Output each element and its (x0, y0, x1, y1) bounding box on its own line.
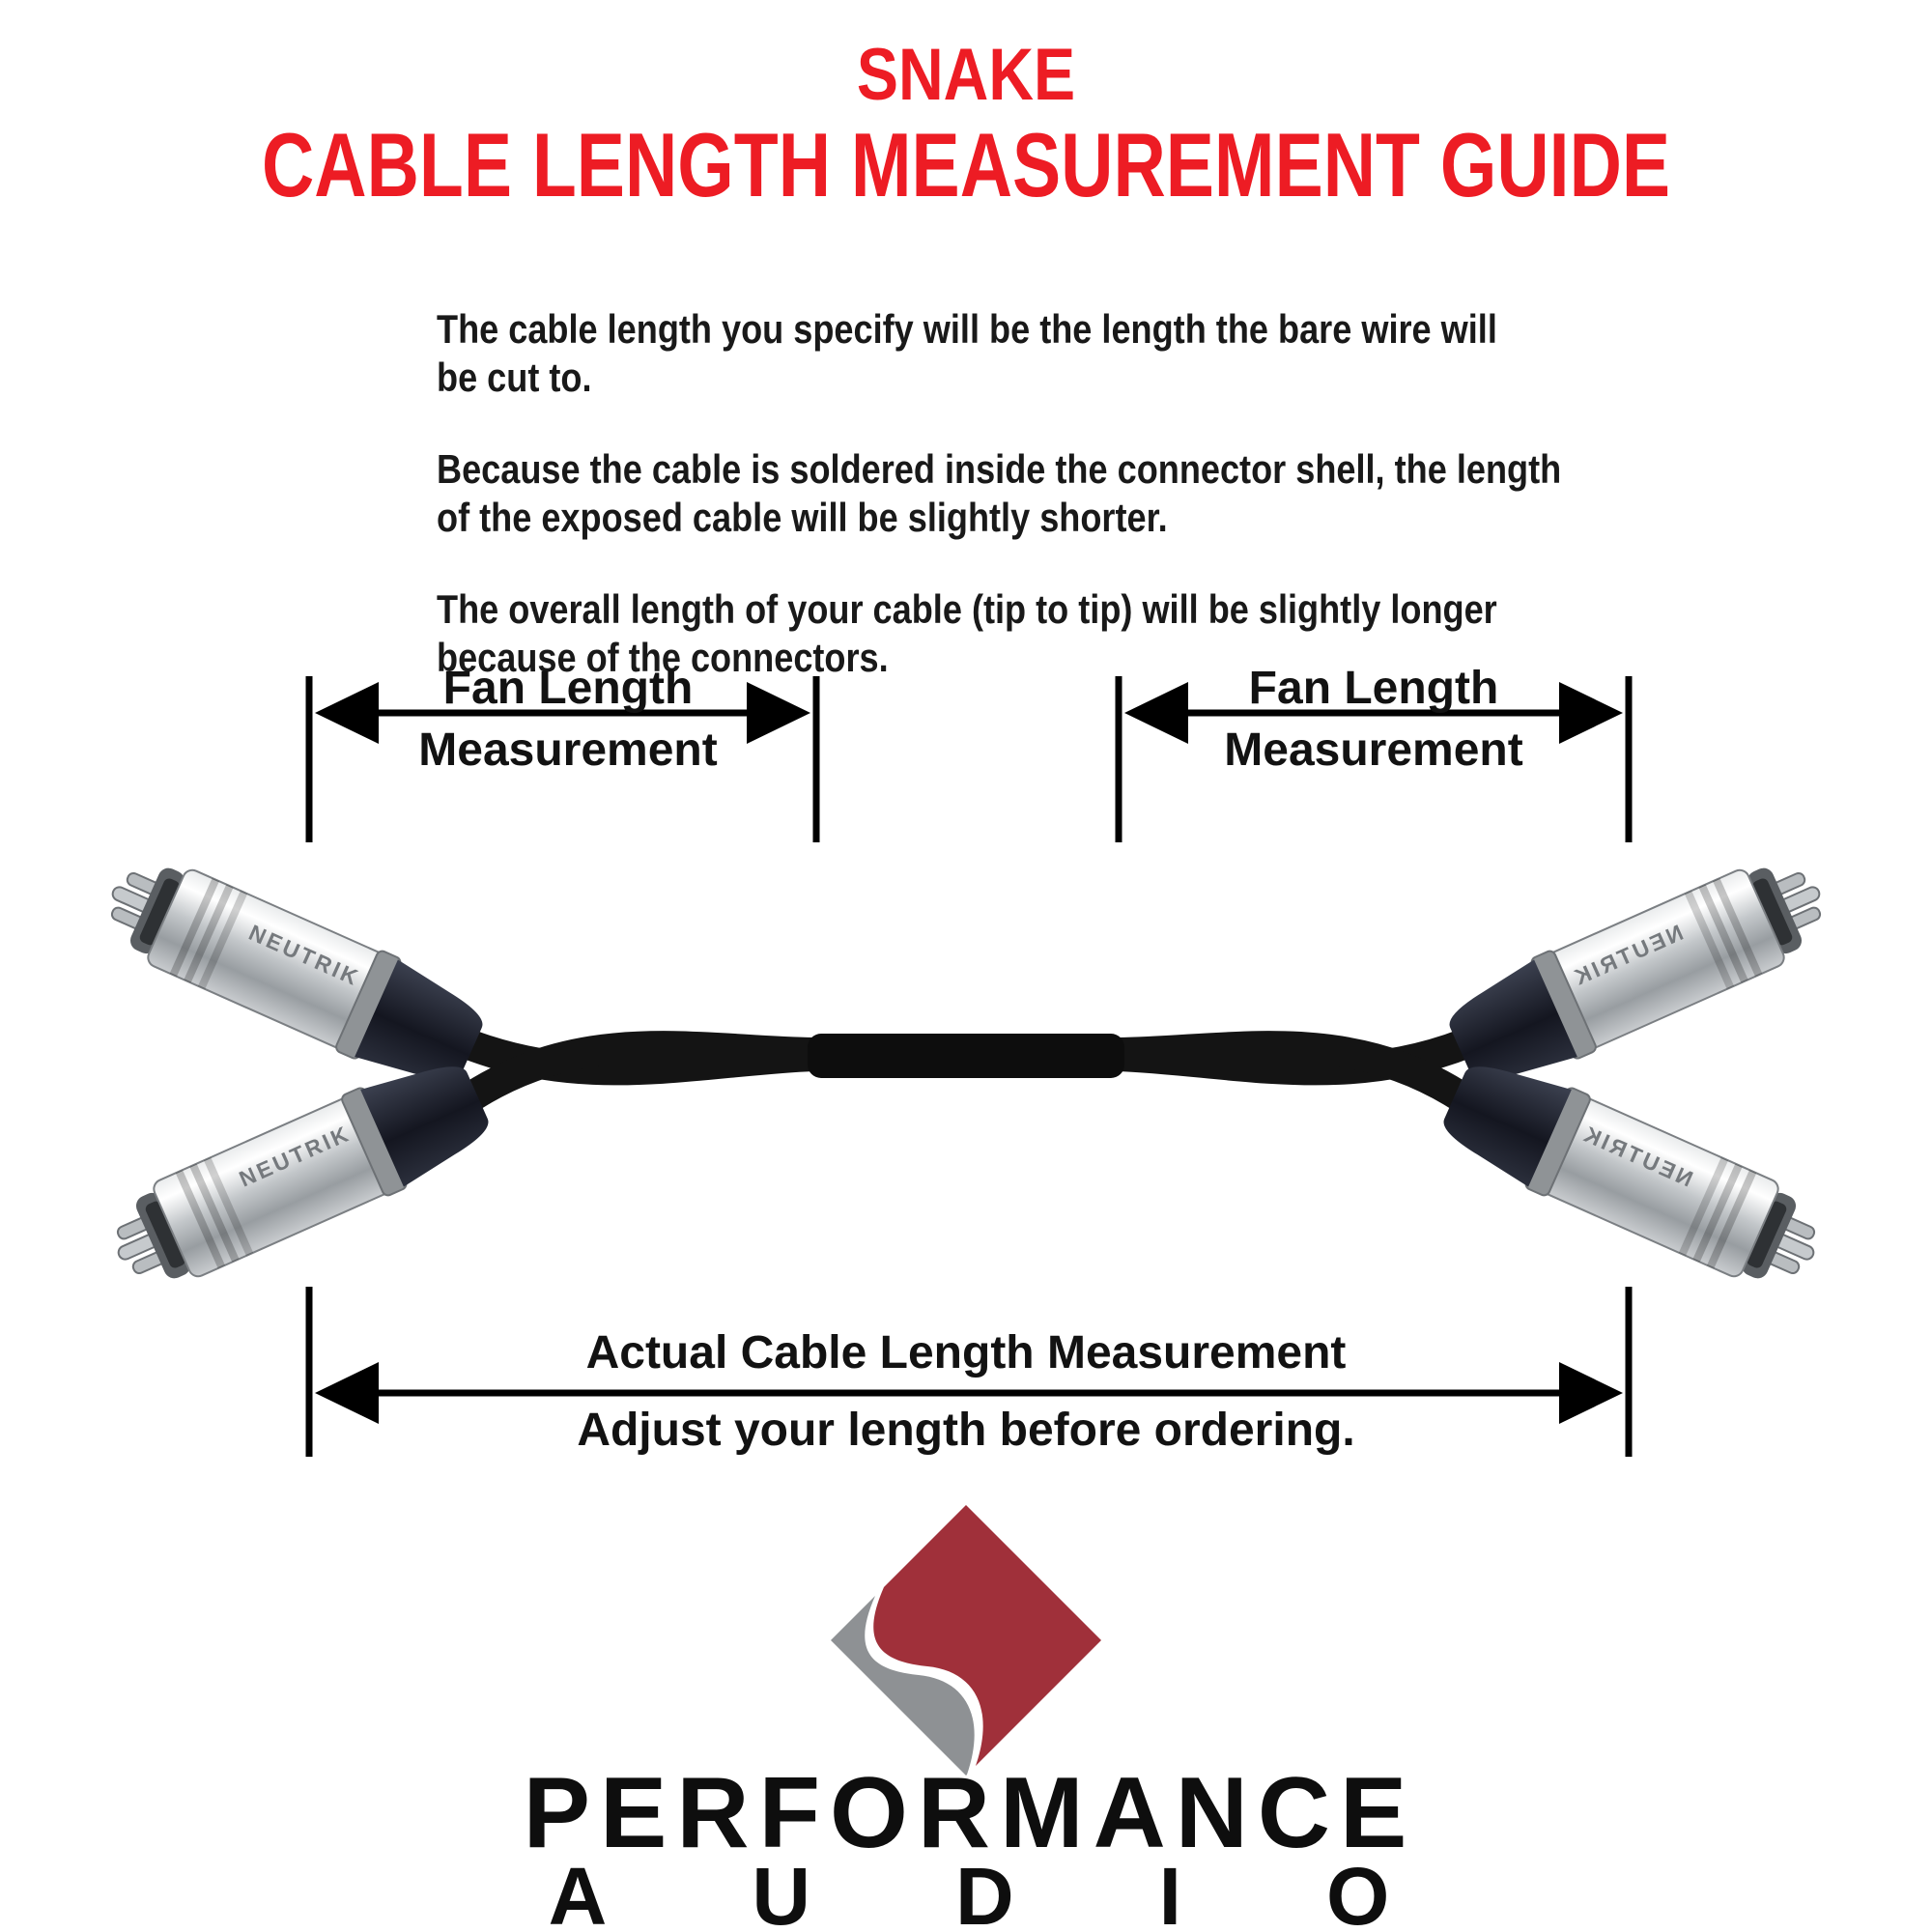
cable-bottom-right (1103, 1031, 1486, 1119)
paragraph-soldered: Because the cable is soldered inside the… (437, 446, 1562, 540)
title-snake: SNAKE (856, 34, 1076, 116)
arrow-head-right (747, 682, 810, 744)
brand-logo: PERFORMANCE AUDIO (524, 1505, 1535, 1932)
arrow-head-right (1559, 682, 1623, 744)
title-block: SNAKE CABLE LENGTH MEASUREMENT GUIDE (0, 39, 1932, 213)
fan-measurement-left: Fan Length Measurement (305, 663, 820, 842)
arrow-head-left (315, 682, 379, 744)
cable-bottom-left (446, 1031, 829, 1119)
fan-left-label-line2: Measurement (418, 724, 717, 776)
xlr-connector-top-right (1436, 839, 1842, 1102)
paragraph-bare-wire: The cable length you specify will be the… (437, 306, 1497, 400)
xlr-connector-bottom-right (1431, 1044, 1836, 1307)
xlr-connector-top-left (90, 839, 496, 1102)
actual-label-line2: Adjust your length before ordering. (577, 1405, 1354, 1456)
logo-wordmark-performance: PERFORMANCE (524, 1757, 1417, 1869)
center-sleeve (808, 1034, 1124, 1078)
arrow-head-left (1124, 682, 1188, 744)
fan-right-label-line2: Measurement (1224, 724, 1522, 776)
paragraph-overall-length: The overall length of your cable (tip to… (437, 586, 1497, 680)
fan-measurement-right: Fan Length Measurement (1115, 663, 1633, 842)
logo-wordmark-audio: AUDIO (549, 1851, 1535, 1932)
intro-paragraphs: The cable length you specify will be the… (437, 305, 1886, 725)
logo-gray-shape (831, 1596, 975, 1776)
logo-red-shape (873, 1505, 1101, 1766)
arrow-head-left (315, 1362, 379, 1424)
arrow-head-right (1559, 1362, 1623, 1424)
fan-left-label-line1: Fan Length (443, 663, 694, 714)
xlr-connector-bottom-left (96, 1044, 501, 1307)
actual-label-line1: Actual Cable Length Measurement (586, 1327, 1347, 1378)
fan-right-label-line1: Fan Length (1249, 663, 1499, 714)
title-guide: CABLE LENGTH MEASUREMENT GUIDE (261, 114, 1671, 215)
logo-mark (831, 1505, 1101, 1776)
actual-measurement: Actual Cable Length Measurement Adjust y… (305, 1287, 1633, 1457)
cable-diagram: NEUTRIK Fan Length Measurement Fan Le (90, 663, 1842, 1457)
cable-assembly (90, 839, 1842, 1307)
